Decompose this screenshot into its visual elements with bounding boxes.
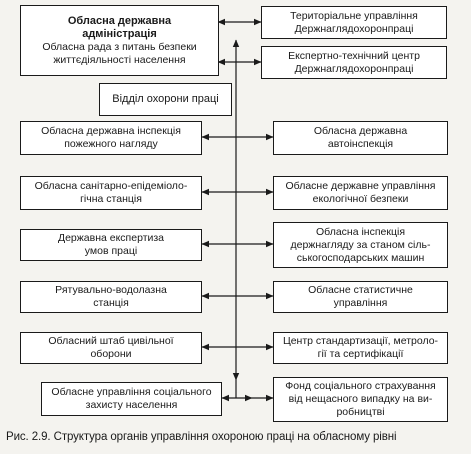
social-protection-line-2: захисту населення: [85, 399, 178, 411]
auto-inspection-line-2: автоінспекція: [327, 138, 394, 150]
fire-inspection-box: Обласна державна інспекція пожежного наг…: [20, 121, 202, 155]
agri-inspection-line-3: ськогосподарських машин: [296, 251, 425, 264]
ecological-safety-box: Обласне державне управління екологічної …: [273, 176, 448, 210]
agri-inspection-line-1: Обласна інспекція: [315, 225, 405, 238]
labor-protection-department-box: Відділ охорони праці: [99, 83, 232, 116]
ecological-line-2: екологічної безпеки: [312, 193, 409, 205]
sanitary-station-box: Обласна санітарно-епідеміоло- гічна стан…: [20, 176, 202, 210]
sanitary-station-line-2: гічна станція: [80, 193, 142, 205]
admin-subtitle-line-2: життєдіяльності населення: [53, 53, 186, 66]
standardization-center-box: Центр стандартизації, метроло- гії та се…: [273, 332, 448, 364]
admin-title-line-1: Обласна державна: [67, 14, 172, 27]
admin-subtitle-line-1: Обласна рада з питань безпеки: [42, 40, 197, 53]
expert-center-line-2: Держнаглядохоронпраці: [294, 62, 414, 75]
agri-inspection-line-2: держнагляду за станом сіль-: [290, 238, 431, 251]
auto-inspection-line-1: Обласна державна: [313, 125, 408, 137]
social-protection-line-1: Обласне управління соціального: [51, 386, 212, 398]
territorial-administration-box: Територіальне управління Держнаглядохоро…: [261, 6, 447, 39]
standardization-line-1: Центр стандартизації, метроло-: [282, 335, 439, 347]
rescue-station-line-2: станція: [93, 297, 129, 309]
statistics-line-1: Обласне статистичне: [308, 284, 413, 296]
rescue-diving-station-box: Рятувально-водолазна станція: [20, 281, 202, 313]
insurance-fund-line-2: від нещасного випадку на ви-: [288, 393, 433, 405]
civil-defense-hq-box: Обласний штаб цивільної оборони: [20, 332, 202, 364]
labor-conditions-expertise-box: Державна експертиза умов праці: [20, 229, 202, 261]
statistics-line-2: управління: [333, 297, 388, 309]
rescue-station-line-1: Рятувально-водолазна: [55, 284, 167, 296]
ecological-line-1: Обласне державне управління: [285, 180, 436, 192]
regional-administration-box: Обласна державна адміністрація Обласна р…: [20, 5, 219, 76]
auto-inspection-box: Обласна державна автоінспекція: [273, 121, 448, 155]
civil-defense-line-1: Обласний штаб цивільної: [48, 335, 174, 347]
territorial-line-1: Територіальне управління: [290, 9, 418, 22]
expertise-line-1: Державна експертиза: [57, 232, 165, 244]
expert-technical-center-box: Експертно-технічний центр Держнаглядохор…: [261, 46, 447, 79]
social-protection-box: Обласне управління соціального захисту н…: [41, 382, 222, 416]
insurance-fund-line-1: Фонд соціального страхування: [285, 380, 436, 392]
fire-inspection-line-1: Обласна державна інспекція: [41, 125, 181, 137]
social-insurance-fund-box: Фонд соціального страхування від нещасно…: [273, 377, 448, 422]
department-label: Відділ охорони праці: [112, 93, 219, 105]
territorial-line-2: Держнаглядохоронпраці: [294, 22, 414, 35]
expertise-line-2: умов праці: [84, 245, 138, 257]
admin-title-line-2: адміністрація: [82, 27, 157, 40]
civil-defense-line-2: оборони: [90, 348, 132, 360]
sanitary-station-line-1: Обласна санітарно-епідеміоло-: [34, 180, 188, 192]
agri-machinery-inspection-box: Обласна інспекція держнагляду за станом …: [273, 222, 448, 268]
expert-center-line-1: Експертно-технічний центр: [288, 49, 420, 62]
fire-inspection-line-2: пожежного нагляду: [64, 138, 158, 150]
standardization-line-2: гії та сертифікації: [317, 348, 404, 360]
insurance-fund-line-3: робництві: [336, 406, 385, 418]
statistics-office-box: Обласне статистичне управління: [273, 281, 448, 313]
figure-caption: Рис. 2.9. Структура органів управління о…: [6, 431, 397, 443]
